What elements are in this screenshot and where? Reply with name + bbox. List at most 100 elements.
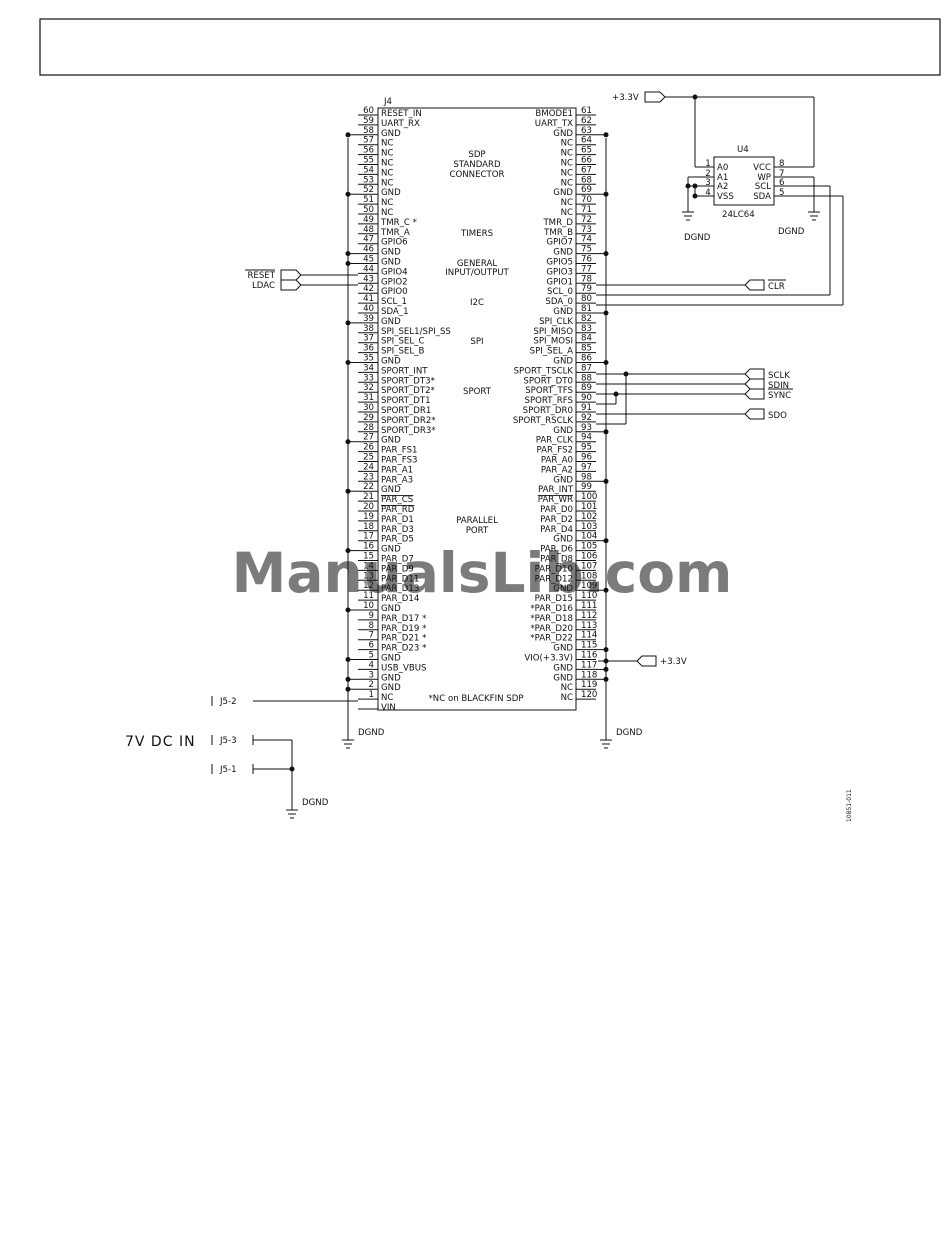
block-gpio-line1: GENERAL — [457, 259, 497, 269]
j4-pin: 5 GND — [358, 651, 401, 664]
pin-label: NC — [381, 139, 393, 149]
pin-label: USB_VBUS — [381, 663, 426, 673]
junction-dot — [603, 538, 609, 544]
pin-number: 61 — [581, 106, 592, 116]
u4-pin-label: A0 — [717, 163, 728, 173]
footnote: *NC on BLACKFIN SDP — [428, 694, 523, 704]
pin-label: SPORT_RSCLK — [513, 416, 574, 426]
pin-number: 21 — [363, 492, 374, 502]
junction-dot — [603, 587, 609, 593]
pin-number: 11 — [363, 591, 374, 601]
pin-number: 97 — [581, 462, 592, 472]
pin-number: 1 — [369, 690, 374, 700]
u4-pin-number: 8 — [779, 159, 784, 169]
pin-label: PAR_A0 — [541, 456, 573, 466]
block-sdp-line2: STANDARD — [453, 160, 501, 170]
pin-number: 77 — [581, 264, 592, 274]
sync-label: SYNC — [768, 391, 791, 401]
junction-dot — [345, 686, 351, 692]
u4-pin-label: VCC — [753, 163, 771, 173]
pin-number: 119 — [581, 680, 597, 690]
pin-number: 41 — [363, 294, 374, 304]
block-spi: SPI — [470, 337, 483, 347]
pin-number: 53 — [363, 175, 374, 185]
pin-label: GPIO0 — [381, 287, 408, 297]
pin-label: GPIO2 — [381, 277, 408, 287]
pin-label: PAR_D0 — [540, 505, 573, 515]
pin-label: NC — [381, 168, 393, 178]
vio-supply-label: +3.3V — [660, 657, 687, 667]
pin-number: 112 — [581, 611, 597, 621]
pin-number: 65 — [581, 146, 592, 156]
j5-3-label: J5-3 — [219, 736, 237, 746]
pin-number: 31 — [363, 393, 374, 403]
j4-pin: 96 PAR_A0 — [541, 453, 596, 466]
pin-number: 20 — [363, 502, 374, 512]
pin-number: 16 — [363, 542, 374, 552]
pin-number: 49 — [363, 215, 374, 225]
pin-label: GND — [381, 545, 401, 555]
pin-label: PAR_FS2 — [537, 446, 574, 456]
junction-dot — [603, 132, 609, 138]
u4-pin-number: 1 — [705, 159, 710, 169]
pin-number: 96 — [581, 453, 592, 463]
pin-number: 110 — [581, 591, 597, 601]
pin-number: 109 — [581, 581, 597, 591]
junction-dot — [345, 360, 351, 365]
reset-label: RESET — [247, 271, 275, 281]
pin-label: GPIO1 — [546, 277, 573, 287]
pin-number: 48 — [363, 225, 374, 235]
pin-label: GND — [381, 654, 401, 664]
ldac-net: LDAC — [252, 279, 358, 291]
pin-number: 120 — [581, 690, 597, 700]
pin-label: SCL_1 — [381, 297, 407, 307]
pin-label: GPIO5 — [546, 258, 573, 268]
pin-number: 68 — [581, 175, 592, 185]
pin-label: SPI_CLK — [539, 317, 573, 327]
i2c-wires — [596, 294, 843, 306]
pin-number: 102 — [581, 512, 597, 522]
pin-label: GPIO6 — [381, 238, 408, 248]
dgnd-left-label: DGND — [358, 728, 385, 738]
pin-number: 108 — [581, 571, 597, 581]
pin-number: 67 — [581, 165, 592, 175]
pin-label: GND — [381, 485, 401, 495]
pin-label: GND — [381, 248, 401, 258]
pin-number: 15 — [363, 552, 374, 562]
pin-label: NC — [381, 208, 393, 218]
pin-number: 5 — [369, 651, 374, 661]
junction-dot — [345, 320, 351, 326]
j4-pin: 111*PAR_D16 — [530, 601, 597, 614]
u4-dgnd-left-label: DGND — [684, 233, 711, 243]
pin-label: TMR_C * — [380, 218, 418, 228]
junction-dot — [603, 251, 609, 257]
pin-number: 58 — [363, 126, 374, 136]
